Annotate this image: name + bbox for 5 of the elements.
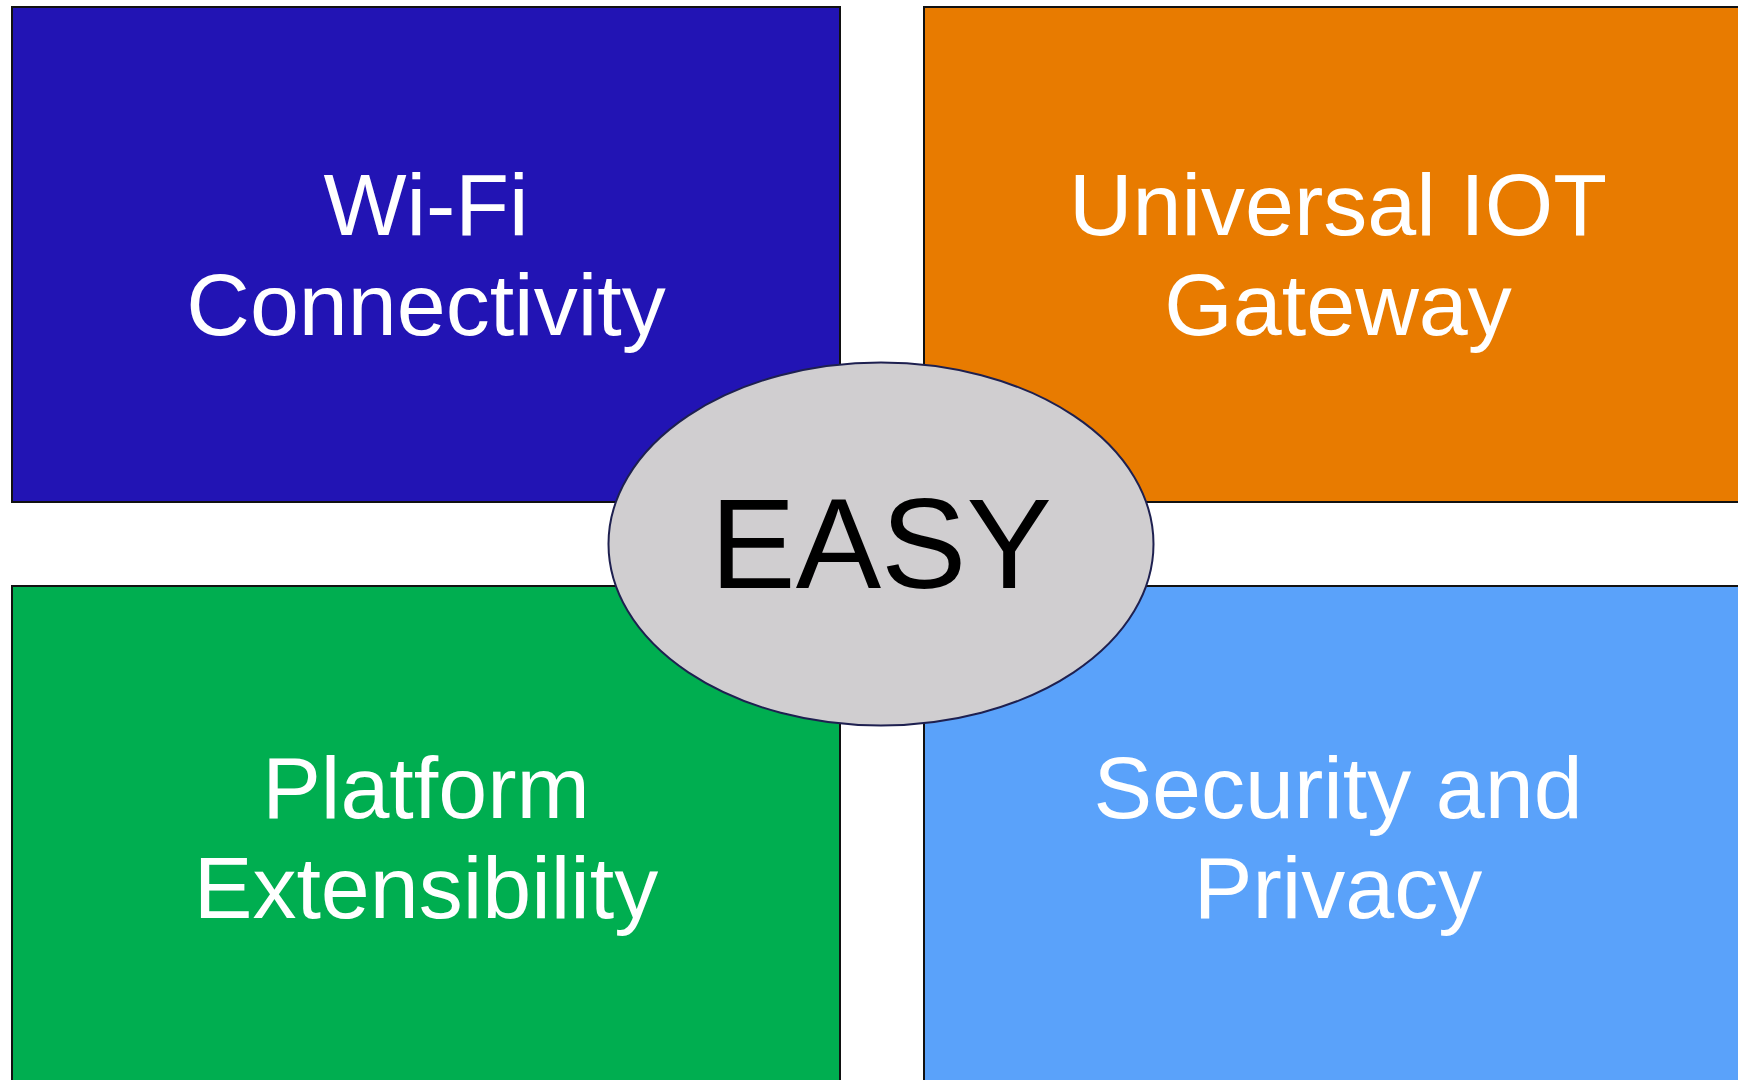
feature-label: Platform Extensibility bbox=[192, 737, 660, 938]
feature-label: Universal IOT Gateway bbox=[1068, 154, 1608, 355]
feature-label: Wi-Fi Connectivity bbox=[185, 154, 667, 355]
feature-label: Security and Privacy bbox=[1092, 737, 1584, 938]
center-label: EASY bbox=[710, 479, 1052, 609]
